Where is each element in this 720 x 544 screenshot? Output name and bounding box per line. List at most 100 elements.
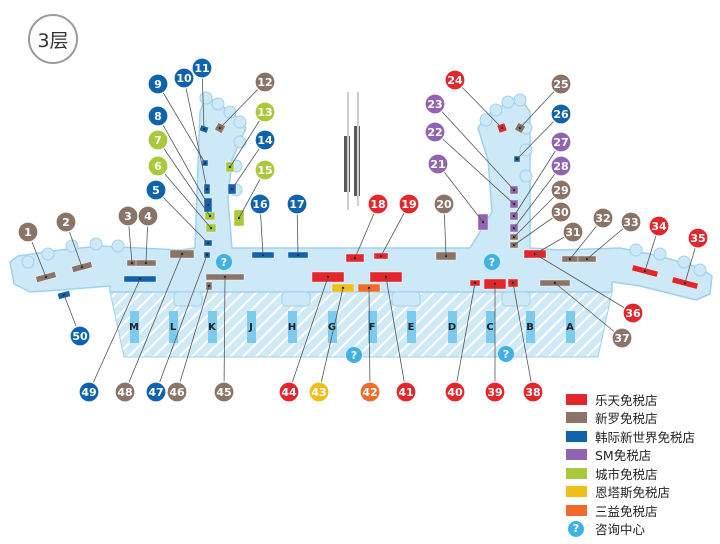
shop-marker-circle (145, 381, 167, 403)
shop-marker-circle (550, 201, 572, 223)
shop-marker-number: 11 (194, 62, 209, 75)
shop-marker-21[interactable]: 21 (427, 153, 449, 175)
shop-marker-38[interactable]: 38 (522, 381, 544, 403)
shop-marker-number: 50 (72, 330, 88, 343)
shop-marker-20[interactable]: 20 (433, 193, 455, 215)
shop-marker-45[interactable]: 45 (213, 381, 235, 403)
shop-marker-35[interactable]: 35 (687, 227, 709, 249)
shop-marker-32[interactable]: 32 (592, 207, 614, 229)
shop-marker-29[interactable]: 29 (550, 179, 572, 201)
shop-marker-circle (173, 67, 195, 89)
shop-marker-5[interactable]: 5 (145, 179, 167, 201)
shop-marker-44[interactable]: 44 (278, 381, 300, 403)
shop-marker-30[interactable]: 30 (550, 201, 572, 223)
shop-marker-19[interactable]: 19 (398, 193, 420, 215)
shop-marker-2[interactable]: 2 (55, 211, 77, 233)
marker-leader-line (454, 79, 503, 129)
zone-label: L (170, 322, 177, 333)
zone-pillar (328, 311, 337, 343)
shop-marker-12[interactable]: 12 (254, 71, 276, 93)
shop-marker-28[interactable]: 28 (550, 155, 572, 177)
shop-marker-42[interactable]: 42 (359, 381, 381, 403)
shop-marker-31[interactable]: 31 (562, 221, 584, 243)
shop-marker-number: 12 (257, 76, 272, 89)
shop-marker-14[interactable]: 14 (254, 129, 276, 151)
shop-marker-27[interactable]: 27 (550, 131, 572, 153)
zone-pillar (526, 311, 535, 343)
shop-marker-4[interactable]: 4 (137, 205, 159, 227)
shop-marker-26[interactable]: 26 (550, 103, 572, 125)
shop-marker-37[interactable]: 37 (611, 327, 633, 349)
shop-marker-number: 30 (553, 206, 569, 219)
zone-pillar (288, 311, 297, 343)
shop-marker-3[interactable]: 3 (117, 205, 139, 227)
shop-marker-number: 48 (117, 386, 132, 399)
shop-marker-7[interactable]: 7 (147, 129, 169, 151)
shop-marker-number: 3 (124, 210, 132, 223)
shop-marker-50[interactable]: 50 (69, 325, 91, 347)
shop-marker-13[interactable]: 13 (254, 101, 276, 123)
shop-marker-36[interactable]: 36 (622, 302, 644, 324)
legend-swatch-lotte (566, 393, 587, 405)
shop-marker-39[interactable]: 39 (484, 381, 506, 403)
shop-marker-circle (359, 381, 381, 403)
shop-marker-25[interactable]: 25 (550, 73, 572, 95)
jetway-nub (233, 115, 247, 129)
shop-marker-15[interactable]: 15 (254, 159, 276, 181)
shop-marker-18[interactable]: 18 (367, 193, 389, 215)
jetway-nub (21, 255, 35, 269)
info-center-icon-glyph: ? (503, 348, 509, 361)
shop-marker-number: 7 (154, 134, 162, 147)
shop-marker-number: 20 (436, 198, 452, 211)
shop-marker-41[interactable]: 41 (395, 381, 417, 403)
shop-marker-43[interactable]: 43 (308, 381, 330, 403)
legend-label-sm: SM免税店 (595, 448, 652, 464)
shop-marker-47[interactable]: 47 (145, 381, 167, 403)
shop-marker-number: 19 (401, 198, 416, 211)
shop-marker-1[interactable]: 1 (17, 221, 39, 243)
shop-marker-34[interactable]: 34 (648, 215, 670, 237)
marker-leader-line (288, 276, 329, 393)
shop-marker-48[interactable]: 48 (114, 381, 136, 403)
jetway-nub (519, 169, 533, 183)
shop-marker-circle (622, 302, 644, 324)
shop-marker-circle (254, 159, 276, 181)
legend-label-entas: 恩塔斯免税店 (595, 485, 671, 501)
marker-leader-line (219, 81, 266, 129)
info-center-icon-glyph: ? (221, 256, 227, 269)
shop-marker-circle (427, 153, 449, 175)
shop-marker-number: 15 (257, 164, 272, 177)
shop-marker-40[interactable]: 40 (444, 381, 466, 403)
shop-marker-33[interactable]: 33 (620, 211, 642, 233)
legend-swatch-samik (566, 504, 587, 516)
shop-marker-23[interactable]: 23 (424, 93, 446, 115)
shop-marker-9[interactable]: 9 (147, 73, 169, 95)
shop-marker-number: 17 (289, 198, 304, 211)
info-center-icon (216, 254, 232, 270)
shop-marker-number: 36 (625, 307, 641, 320)
shop-marker-17[interactable]: 17 (286, 193, 308, 215)
zone-label: J (248, 322, 253, 333)
shop-marker-11[interactable]: 11 (191, 57, 213, 79)
shop-marker-8[interactable]: 8 (147, 105, 169, 127)
shop-marker-number: 47 (148, 386, 163, 399)
legend-label-shinsegae: 韩际新世界免税店 (595, 429, 696, 445)
terminal-outline (9, 99, 713, 301)
shop-marker-number: 33 (623, 216, 638, 229)
shop-marker-circle (145, 179, 167, 201)
shop-marker-number: 49 (81, 386, 96, 399)
legend-swatch-shinsegae (566, 430, 587, 442)
shop-marker-number: 25 (553, 78, 568, 91)
shop-marker-49[interactable]: 49 (78, 381, 100, 403)
shop-marker-46[interactable]: 46 (166, 381, 188, 403)
info-center-icon (346, 347, 362, 363)
shop-marker-circle (147, 155, 169, 177)
shop-marker-22[interactable]: 22 (424, 121, 446, 143)
marker-leader-line (434, 103, 515, 191)
zone-pillar (448, 311, 457, 343)
shop-marker-6[interactable]: 6 (147, 155, 169, 177)
shop-marker-10[interactable]: 10 (173, 67, 195, 89)
shop-marker-24[interactable]: 24 (444, 69, 466, 91)
shop-marker-16[interactable]: 16 (249, 193, 271, 215)
